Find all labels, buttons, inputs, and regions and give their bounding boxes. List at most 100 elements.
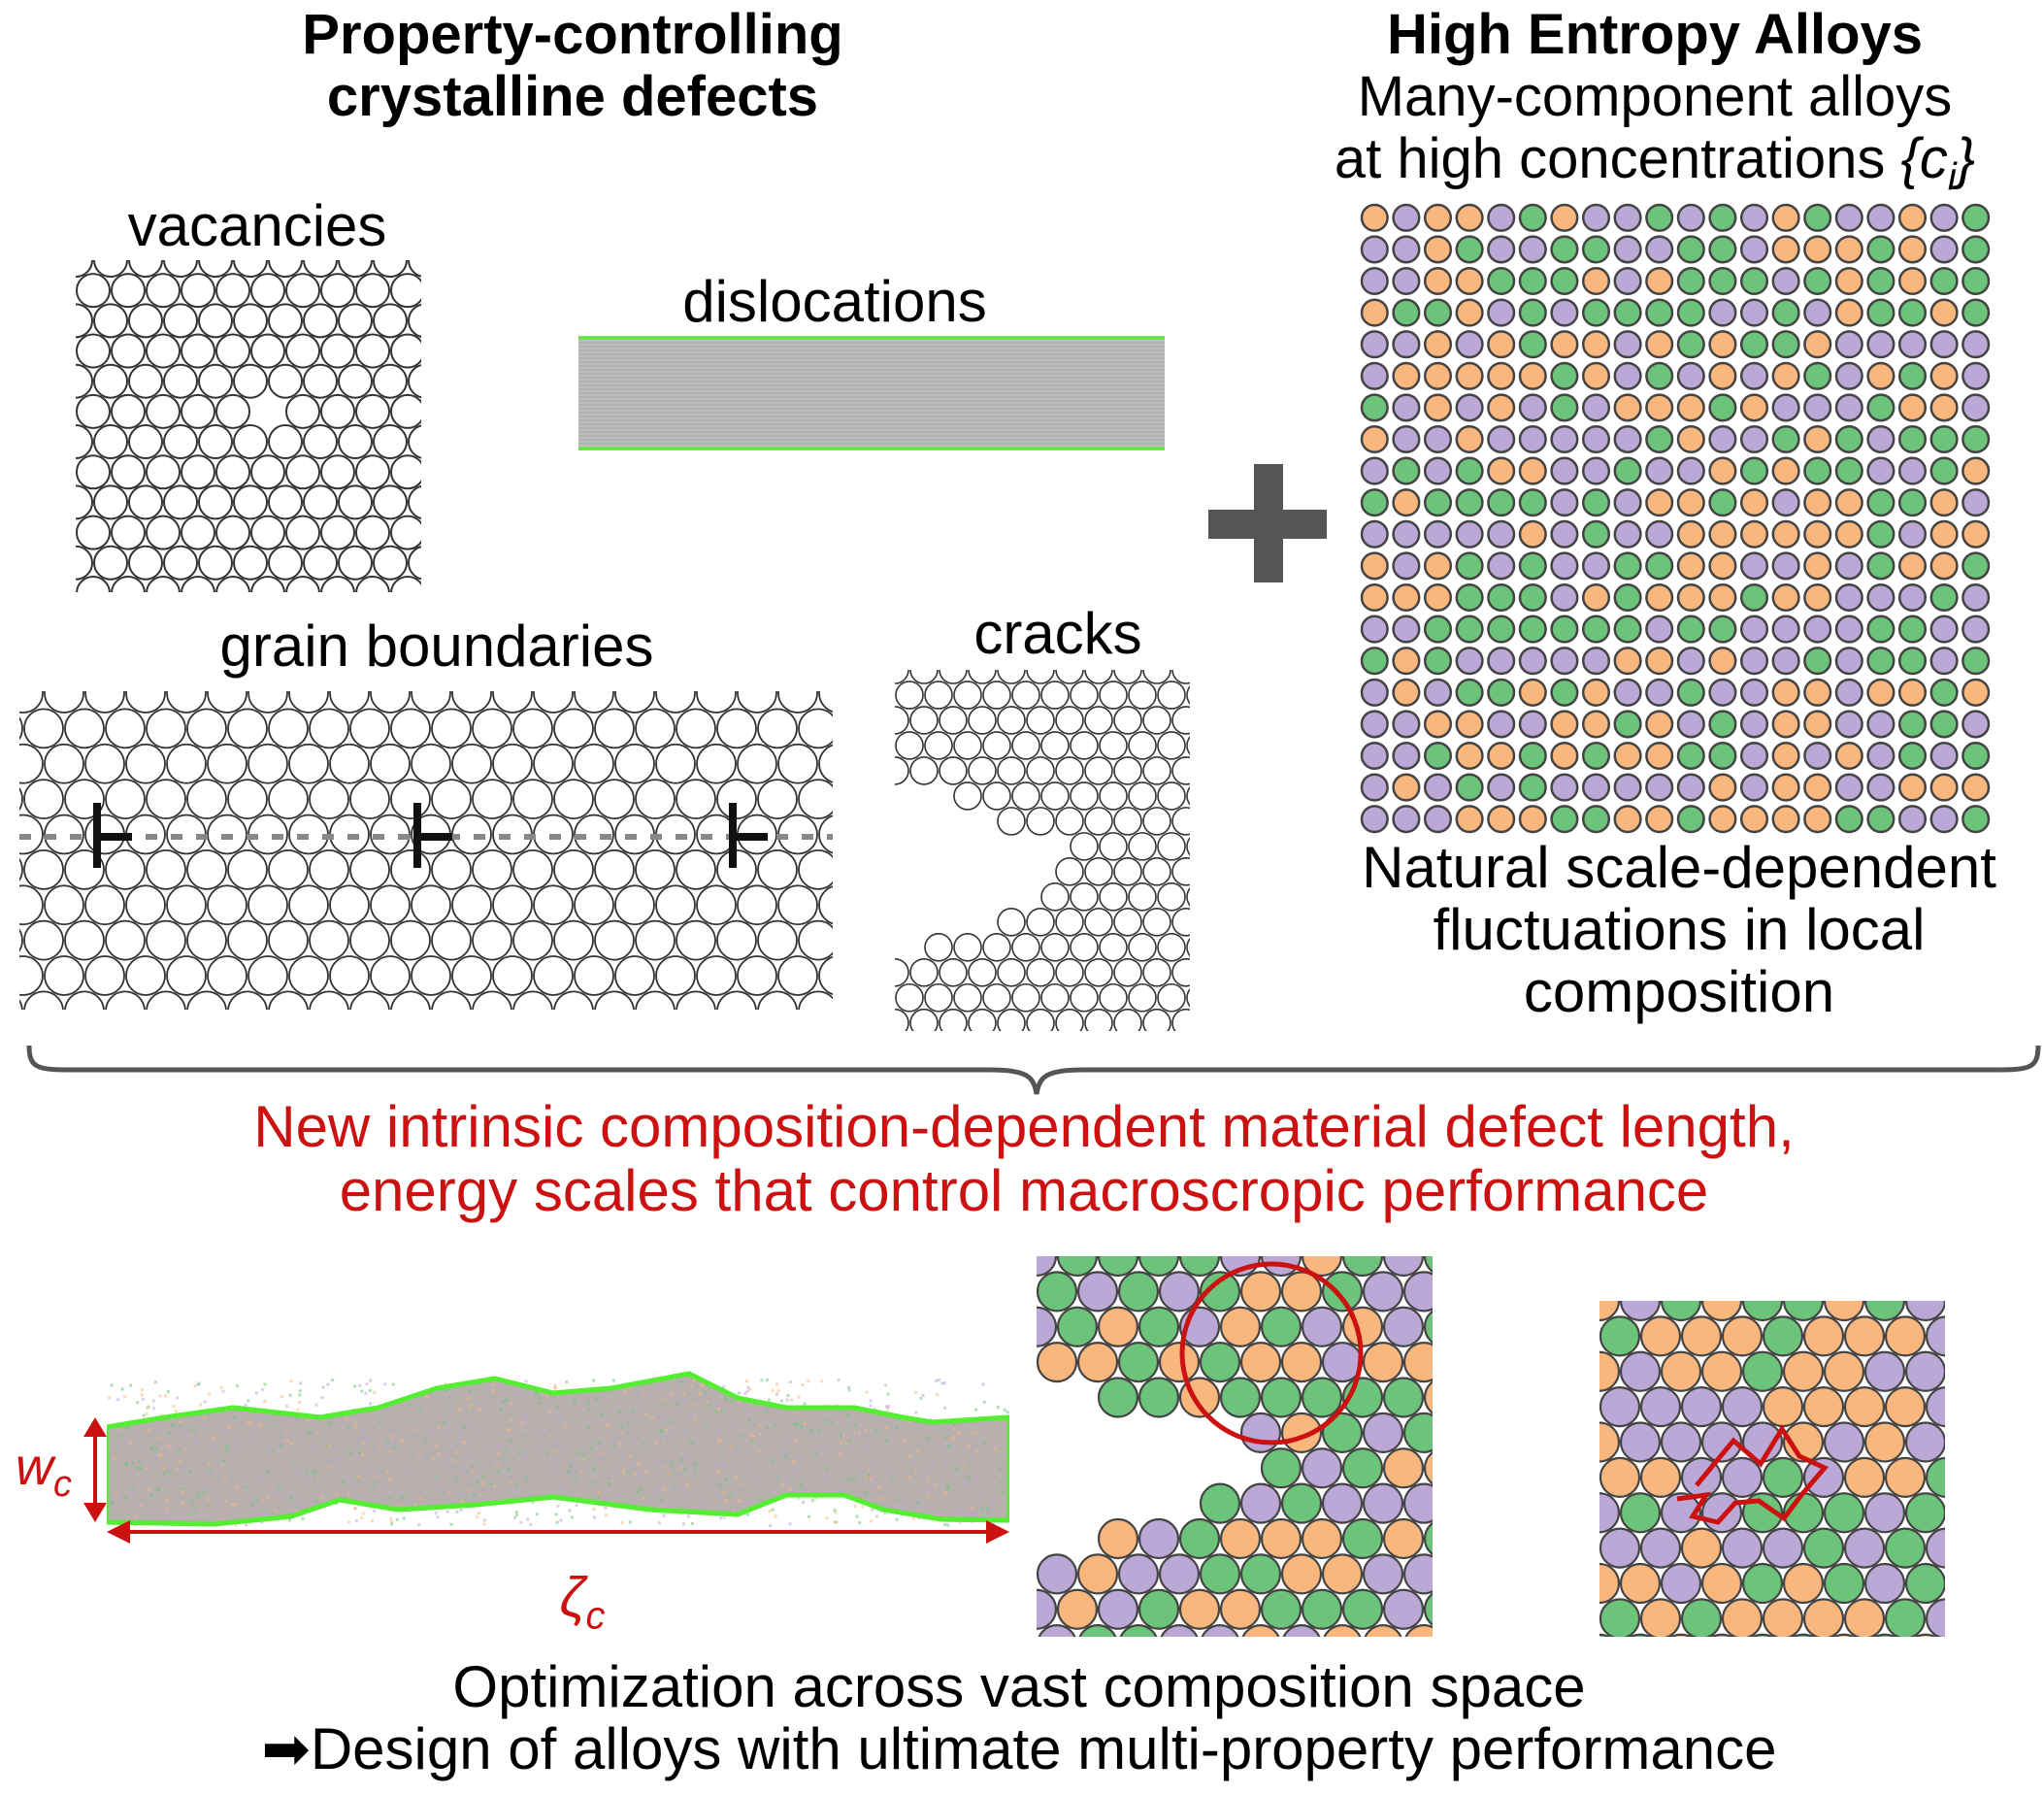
atom	[1581, 741, 1611, 771]
grain-boundary-lattice	[19, 691, 833, 1010]
atom	[1843, 1527, 1886, 1569]
atom	[1392, 235, 1421, 264]
atom	[329, 955, 370, 996]
texture-dot	[659, 1503, 663, 1507]
atom	[1739, 361, 1769, 390]
atom	[227, 848, 268, 890]
atom	[1599, 1421, 1621, 1463]
texture-dot	[943, 1436, 947, 1440]
texture-dot	[825, 1516, 829, 1520]
atom	[1070, 781, 1099, 811]
atom	[1455, 298, 1484, 327]
atom	[338, 260, 373, 278]
texture-dot	[952, 1427, 956, 1431]
atom	[1708, 647, 1737, 676]
atom	[1803, 266, 1832, 296]
texture-dot	[885, 1426, 889, 1430]
atom	[1962, 710, 1991, 739]
atom	[895, 670, 909, 684]
atom	[553, 919, 594, 961]
atom	[247, 743, 288, 784]
atom	[1739, 710, 1769, 739]
texture-dot	[632, 1440, 636, 1444]
texture-dot	[1006, 1411, 1009, 1414]
texture-dot	[388, 1449, 392, 1453]
atom	[233, 545, 268, 581]
texture-dot	[408, 1471, 412, 1475]
texture-dot	[461, 1408, 465, 1412]
texture-dot	[885, 1473, 889, 1477]
atom	[1382, 1306, 1425, 1347]
atom	[757, 848, 798, 890]
texture-dot	[276, 1447, 280, 1451]
atom	[93, 545, 128, 581]
atom	[1904, 1301, 1945, 1322]
atom	[777, 691, 818, 714]
texture-dot	[378, 1471, 381, 1475]
texture-dot	[814, 1449, 818, 1453]
atom	[1037, 1342, 1078, 1383]
atom	[1866, 203, 1896, 232]
atom	[111, 575, 146, 592]
texture-dot	[266, 1446, 270, 1449]
atom	[1739, 456, 1769, 485]
texture-dot	[771, 1388, 775, 1392]
atom	[23, 848, 64, 890]
texture-dot	[512, 1490, 516, 1494]
atom	[1084, 908, 1113, 937]
texture-dot	[554, 1470, 558, 1474]
texture-dot	[725, 1499, 729, 1503]
atom	[1739, 647, 1769, 676]
atom	[1884, 1315, 1927, 1357]
atom	[163, 363, 198, 399]
atom	[953, 731, 982, 760]
texture-dot	[591, 1467, 595, 1471]
texture-dot	[732, 1463, 736, 1467]
atom	[1873, 1633, 1896, 1637]
atom	[1423, 1310, 1433, 1345]
atom	[207, 691, 247, 714]
texture-dot	[280, 1394, 283, 1398]
texture-dot	[174, 1410, 178, 1413]
atom	[1803, 678, 1832, 707]
atom	[1925, 1386, 1945, 1428]
atom	[198, 484, 233, 520]
grouping-brace	[26, 1045, 2041, 1095]
atom	[125, 884, 166, 926]
atom	[818, 691, 833, 714]
hea-subtitle-line1: Many-component alloys	[1357, 65, 1953, 128]
atom	[1802, 1315, 1845, 1357]
texture-dot	[967, 1445, 971, 1448]
atom	[1823, 1492, 1865, 1534]
atom	[1929, 615, 1959, 644]
texture-dot	[1002, 1490, 1006, 1494]
atom	[146, 393, 181, 429]
atom	[1360, 773, 1389, 802]
atom	[1239, 1342, 1282, 1383]
atom	[1260, 1588, 1302, 1630]
atom	[1076, 1553, 1119, 1595]
texture-dot	[247, 1498, 250, 1502]
atom	[1929, 647, 1959, 676]
texture-dot	[388, 1496, 392, 1500]
atom	[1186, 987, 1190, 1008]
texture-dot	[758, 1433, 762, 1437]
texture-dot	[391, 1435, 395, 1439]
texture-dot	[444, 1433, 447, 1437]
texture-dot	[801, 1383, 805, 1387]
atom	[19, 716, 23, 741]
atom	[1158, 1271, 1201, 1313]
atom	[1219, 1588, 1262, 1630]
texture-dot	[298, 1393, 302, 1397]
texture-dot	[391, 1382, 395, 1386]
texture-dot	[212, 1437, 215, 1441]
atom	[1518, 235, 1547, 264]
atom	[431, 990, 472, 1010]
atom	[1676, 741, 1705, 771]
atom	[1142, 807, 1171, 836]
atom	[1739, 488, 1769, 517]
atom	[1550, 582, 1579, 613]
texture-dot	[926, 1494, 930, 1498]
texture-dot	[314, 1479, 318, 1483]
atom	[1423, 647, 1453, 676]
